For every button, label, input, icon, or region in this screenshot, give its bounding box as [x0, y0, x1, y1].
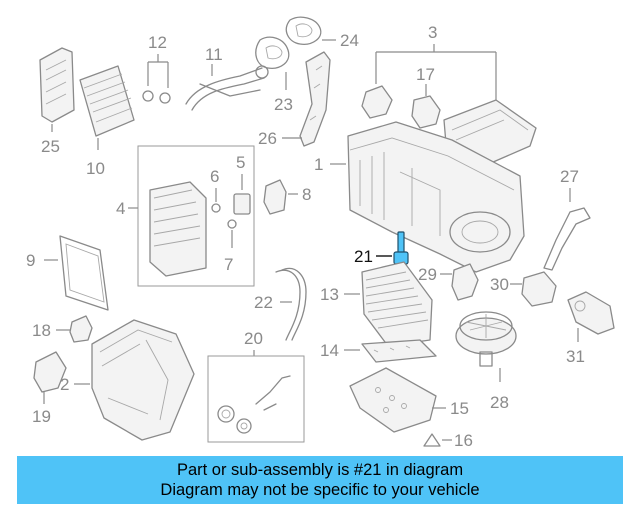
- callout-12[interactable]: 12: [148, 33, 167, 52]
- callout-22[interactable]: 22: [254, 293, 273, 312]
- callout-23[interactable]: 23: [274, 95, 293, 114]
- part-25-bracket: [39, 47, 75, 123]
- callout-8[interactable]: 8: [302, 185, 311, 204]
- part-16-clip: [423, 433, 441, 447]
- part-26-support-bracket: [299, 51, 331, 147]
- callout-21[interactable]: 21: [354, 247, 373, 266]
- callout-24[interactable]: 24: [340, 31, 359, 50]
- part-17-actuator: [411, 95, 441, 129]
- part-24-gaskets: [255, 16, 322, 69]
- part-4-evaporator: [149, 181, 207, 277]
- part-27-bracket: [543, 207, 591, 271]
- banner-line-1: Part or sub-assembly is #21 in diagram: [176, 461, 464, 479]
- callout-16[interactable]: 16: [454, 431, 473, 450]
- part-6-o-ring: [211, 203, 221, 213]
- callout-17[interactable]: 17: [416, 65, 435, 84]
- part-9-filter-frame: [59, 235, 109, 311]
- part-11-heater-pipes: [185, 65, 269, 111]
- part-22-drain-hose: [275, 267, 307, 341]
- part-18-clip: [69, 315, 93, 343]
- part-29-sensor: [451, 263, 479, 301]
- callout-14[interactable]: 14: [320, 341, 339, 360]
- callout-2[interactable]: 2: [60, 375, 69, 394]
- part-3-actuator-left: [361, 85, 393, 119]
- callout-13[interactable]: 13: [320, 285, 339, 304]
- part-31-duct: [567, 291, 615, 335]
- part-30-motor: [521, 271, 557, 307]
- part-8-grommet: [263, 179, 287, 215]
- group-box-4: [137, 145, 255, 287]
- callout-5[interactable]: 5: [236, 153, 245, 172]
- part-19-actuator: [33, 351, 67, 393]
- callout-7[interactable]: 7: [224, 255, 233, 274]
- banner-line-2: Diagram may not be specific to your vehi…: [160, 481, 480, 499]
- callout-4[interactable]: 4: [116, 199, 125, 218]
- part-7-o-ring: [227, 219, 237, 229]
- callout-15[interactable]: 15: [450, 399, 469, 418]
- callout-29[interactable]: 29: [418, 265, 437, 284]
- part-15-tray: [349, 367, 437, 433]
- part-28-blower-motor: [455, 311, 517, 367]
- callout-3[interactable]: 3: [428, 23, 437, 42]
- part-2-lower-housing: [91, 319, 195, 441]
- part-13-cabin-filter: [361, 261, 433, 347]
- info-banner: Part or sub-assembly is #21 in diagram D…: [17, 456, 623, 504]
- parts-diagram: 25 10 12 11 24 23 26 3 17: [26, 16, 615, 450]
- callout-11[interactable]: 11: [205, 45, 223, 64]
- part-14-seal: [361, 339, 437, 363]
- callout-25[interactable]: 25: [41, 137, 60, 156]
- part-1-hvac-housing: [347, 121, 525, 273]
- part-20-seal-kit: [217, 375, 291, 434]
- group-box-20: [207, 355, 305, 443]
- part-5-expansion-valve: [233, 193, 251, 215]
- part-21-highlighted-fastener[interactable]: [393, 231, 409, 265]
- callout-26[interactable]: 26: [258, 129, 277, 148]
- callout-20[interactable]: 20: [244, 329, 263, 348]
- callout-9[interactable]: 9: [26, 251, 35, 270]
- callout-10[interactable]: 10: [86, 159, 105, 178]
- callout-31[interactable]: 31: [566, 347, 585, 366]
- callout-28[interactable]: 28: [490, 393, 509, 412]
- callout-19[interactable]: 19: [32, 407, 51, 426]
- part-12-o-rings: [142, 90, 171, 104]
- callout-30[interactable]: 30: [490, 275, 509, 294]
- callout-1[interactable]: 1: [314, 155, 323, 174]
- part-10-heater-core: [79, 65, 135, 137]
- callout-27[interactable]: 27: [560, 167, 579, 186]
- callout-18[interactable]: 18: [32, 321, 51, 340]
- callout-6[interactable]: 6: [210, 167, 219, 186]
